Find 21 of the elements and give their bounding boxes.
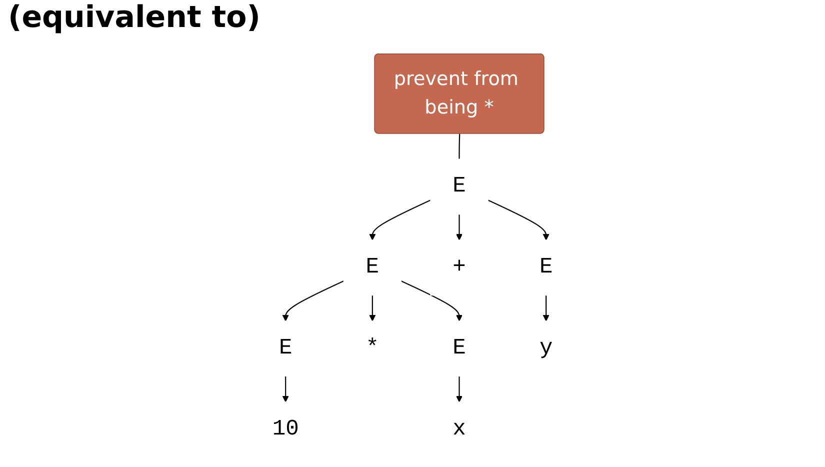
connector bbox=[458, 134, 460, 160]
node-text: E bbox=[452, 336, 466, 361]
arrow bbox=[369, 295, 376, 322]
arrow bbox=[456, 214, 462, 240]
arrow bbox=[456, 376, 462, 402]
node-text: x bbox=[452, 416, 466, 442]
node-text: 10 bbox=[272, 416, 299, 442]
arrow bbox=[282, 280, 344, 322]
node-text: E bbox=[539, 254, 553, 280]
node-text: E bbox=[278, 336, 292, 361]
node-text: y bbox=[539, 336, 553, 361]
arrow bbox=[282, 376, 289, 402]
node-text: E bbox=[366, 254, 380, 280]
node-text: + bbox=[452, 254, 466, 280]
arrow bbox=[369, 200, 431, 240]
arrow bbox=[488, 200, 550, 240]
node-text: E bbox=[452, 174, 466, 199]
arrow bbox=[542, 295, 550, 322]
arrow bbox=[400, 280, 462, 322]
title: (equivalent to) bbox=[8, 0, 260, 35]
node-text: * bbox=[366, 336, 380, 361]
